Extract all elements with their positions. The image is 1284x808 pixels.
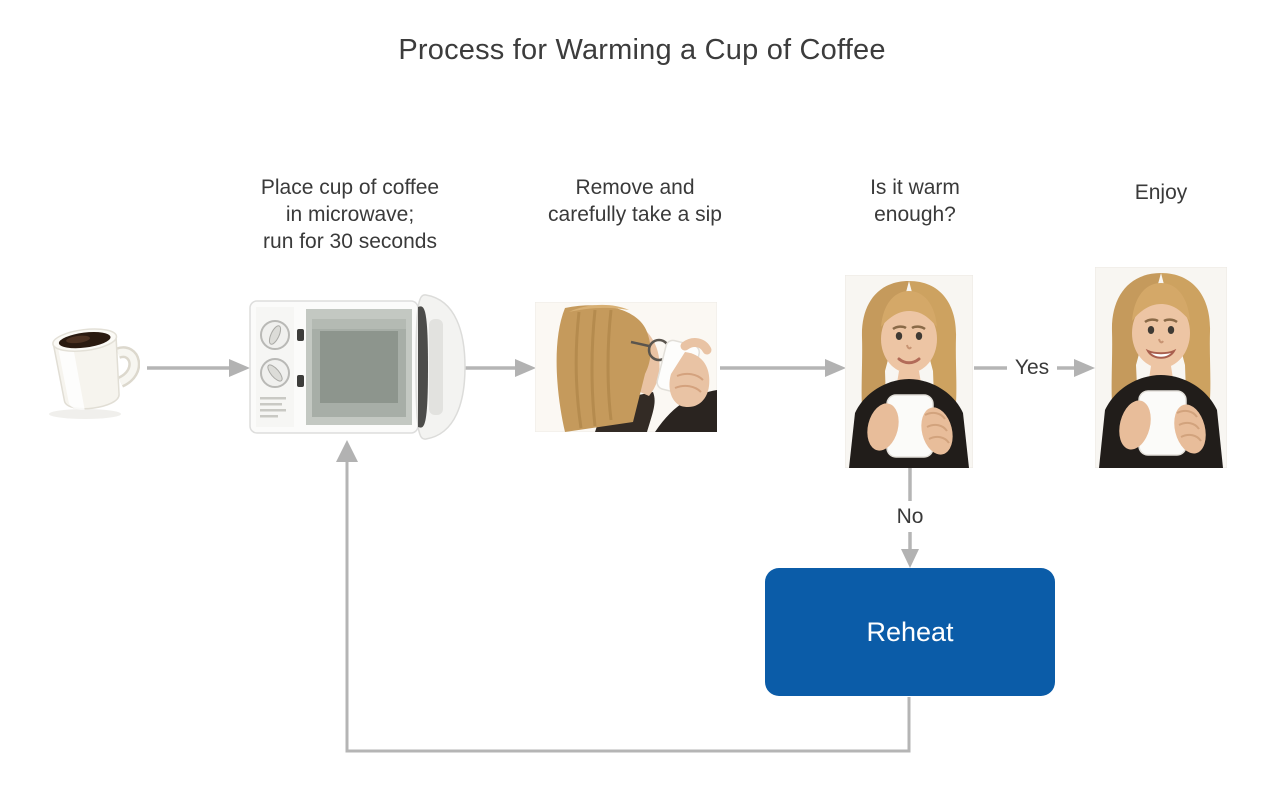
no-branch-label: No xyxy=(892,505,928,529)
step-label-warm-enough: Is it warm enough? xyxy=(870,176,960,226)
yes-branch-label: Yes xyxy=(1010,356,1054,380)
page-title: Process for Warming a Cup of Coffee xyxy=(398,34,886,66)
coffee-cup-image xyxy=(49,328,140,419)
step-label-enjoy: Enjoy xyxy=(1134,181,1188,204)
reheat-node: Reheat xyxy=(765,568,1055,696)
warm-enough-image xyxy=(845,275,973,468)
arrowhead-microwave xyxy=(229,359,250,377)
arrowhead-reheat xyxy=(901,549,919,568)
arrowhead-sip xyxy=(515,359,536,377)
arrowhead-loop-up xyxy=(336,440,358,462)
step-label-take-sip: Remove and carefully take a sip xyxy=(548,176,722,226)
reheat-node-label: Reheat xyxy=(866,616,954,647)
take-sip-image xyxy=(535,302,717,432)
arrowhead-enjoy xyxy=(1074,359,1095,377)
microwave-image xyxy=(249,294,466,440)
step-label-microwave: Place cup of coffee in microwave; run fo… xyxy=(260,176,440,253)
arrowhead-warm xyxy=(825,359,846,377)
enjoy-image xyxy=(1095,267,1227,468)
